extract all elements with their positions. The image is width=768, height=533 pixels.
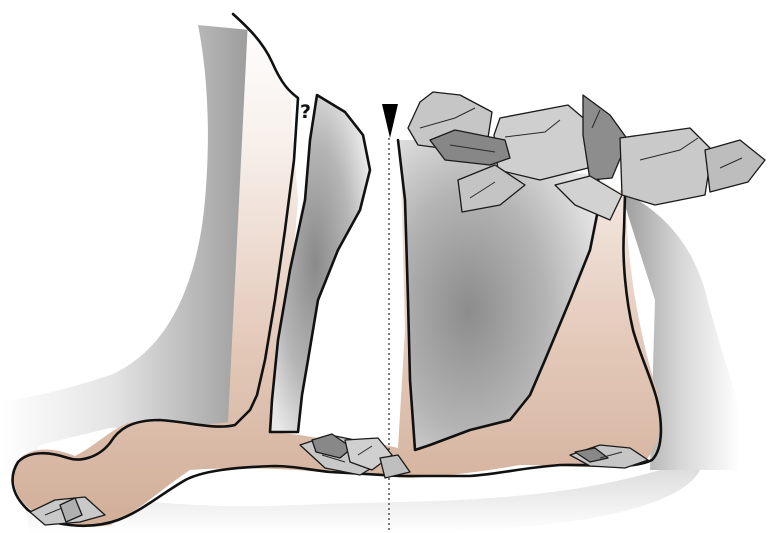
uncertainty-question-mark: ?: [300, 101, 311, 123]
left-bedrock-shading: [0, 25, 250, 480]
boulder-pile-top: [408, 92, 765, 220]
position-marker-triangle: [382, 104, 398, 138]
